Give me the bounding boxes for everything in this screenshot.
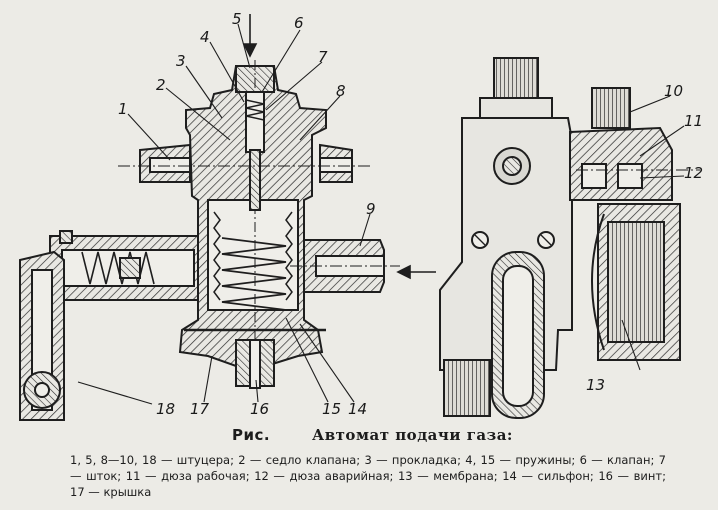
callout-3: 3: [176, 52, 186, 70]
callout-1: 1: [118, 100, 128, 118]
callout-2: 2: [156, 76, 166, 94]
right-external-view: [439, 57, 700, 419]
callout-14: 14: [348, 400, 367, 418]
callout-numbers: 1 2 3 4 5 6 7 8 9 10 11 12 13 14 15 16 1…: [118, 10, 703, 418]
callout-9: 9: [366, 200, 376, 218]
callout-5: 5: [232, 10, 242, 28]
callout-leaders: [77, 23, 685, 405]
callout-18: 18: [156, 400, 175, 418]
caption-prefix: Рис.: [232, 426, 271, 444]
callout-7: 7: [318, 48, 328, 66]
callout-4: 4: [200, 28, 210, 46]
callout-15: 15: [322, 400, 341, 418]
callout-6: 6: [294, 14, 304, 32]
callout-10: 10: [664, 82, 683, 100]
left-section-view: [19, 60, 400, 421]
callout-8: 8: [336, 82, 346, 100]
callout-13: 13: [586, 376, 605, 394]
callout-11: 11: [684, 112, 703, 130]
flow-arrow-right: [396, 264, 436, 280]
callout-16: 16: [250, 400, 269, 418]
callout-17: 17: [190, 400, 210, 418]
flow-arrow-top: [242, 14, 258, 58]
callout-12: 12: [684, 164, 703, 182]
figure-legend: 1, 5, 8—10, 18 — штуцера; 2 — седло клап…: [70, 453, 666, 499]
caption-title: Автомат подачи газа:: [312, 426, 513, 444]
